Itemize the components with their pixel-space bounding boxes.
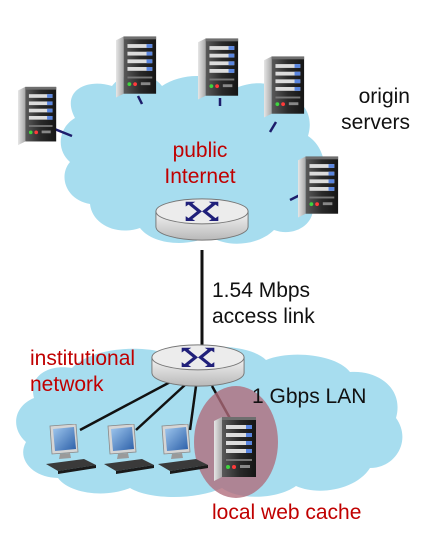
server-icon <box>18 86 57 146</box>
server-icon <box>264 56 305 118</box>
router-icon <box>151 344 245 387</box>
access-link-label: 1.54 Mbps access link <box>212 279 315 328</box>
server-icon <box>116 36 157 98</box>
lan-label: 1 Gbps LAN <box>252 385 367 408</box>
institutional-network-label: institutional network <box>30 347 136 396</box>
server-icon <box>214 417 256 481</box>
origin-servers-label: origin servers <box>341 85 410 134</box>
server-icon <box>298 156 339 218</box>
router-icon <box>155 198 249 241</box>
server-icon <box>198 38 239 100</box>
public-internet-label: public Internet <box>164 139 236 188</box>
local-web-cache-label: local web cache <box>212 501 362 524</box>
public-internet-cloud <box>60 74 326 244</box>
